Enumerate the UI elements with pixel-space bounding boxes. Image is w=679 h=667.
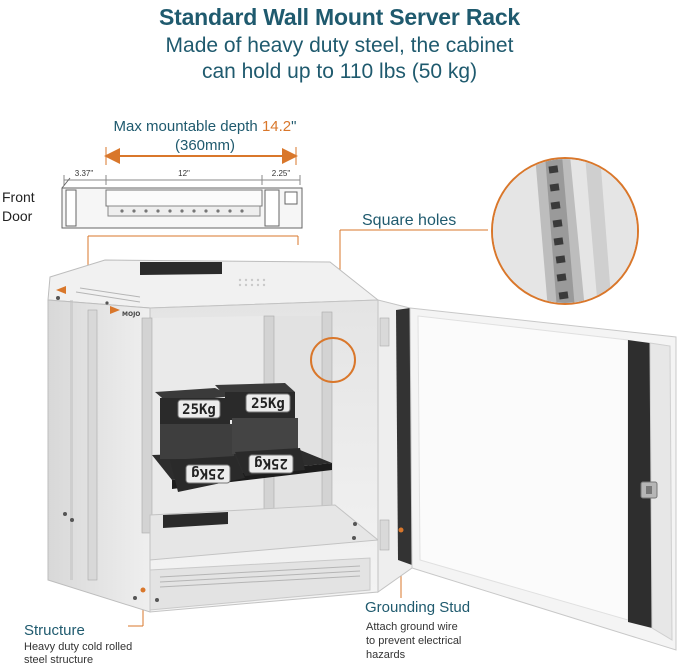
weight-label-back-left: 25Kg <box>182 402 216 418</box>
dimension-left: 3.37" <box>75 169 94 178</box>
depth-prefix: Max mountable depth <box>113 118 262 135</box>
weight-label-back-right: 25Kg <box>251 396 285 412</box>
top-view-schematic <box>61 175 303 229</box>
open-door <box>377 299 677 651</box>
structure-marker <box>140 587 146 593</box>
grounding-stud-description: Attach ground wire to prevent electrical… <box>366 621 462 661</box>
square-holes-zoom <box>491 157 639 305</box>
structure-title: Structure <box>24 622 85 639</box>
brand-logo: MOJO <box>122 311 140 318</box>
weights <box>155 383 305 492</box>
rail-highlight-circle <box>310 337 356 383</box>
dimension-middle: 12" <box>178 169 190 178</box>
left-side-markers <box>56 286 120 314</box>
structure-description: Heavy duty cold rolled steel structure <box>24 641 133 666</box>
front-door-label: Front Door <box>2 189 35 224</box>
subtitle-line-2: can hold up to 110 lbs (50 kg) <box>201 60 478 83</box>
grounding-stud-title: Grounding Stud <box>365 599 471 616</box>
weight-label-front-left: 25Kg <box>191 465 225 481</box>
subtitle-line-1: Made of heavy duty steel, the cabinet <box>165 34 514 57</box>
page-subtitle: Made of heavy duty steel, the cabinet ca… <box>60 33 619 85</box>
depth-arrow <box>104 147 298 165</box>
depth-label: Max mountable depth 14.2" (360mm) <box>60 117 350 155</box>
weight-label-front-right: 25Kg <box>254 455 288 471</box>
square-holes-label: Square holes <box>362 212 457 229</box>
depth-metric: (360mm) <box>174 137 235 154</box>
depth-value: 14.2 <box>261 118 292 135</box>
depth-suffix: " <box>291 118 297 135</box>
page-title: Standard Wall Mount Server Rack <box>158 4 521 30</box>
dimension-right: 2.25" <box>272 169 291 178</box>
